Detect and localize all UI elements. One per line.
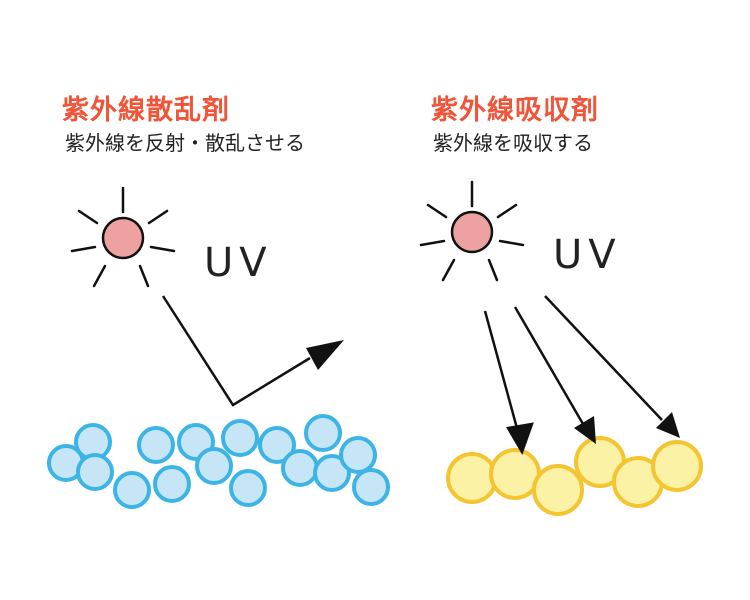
uv-ray-reflected [161, 295, 344, 407]
scatter-particles [47, 414, 390, 509]
absorbing-uv-label: UV [553, 232, 622, 278]
absorbing-subtitle: 紫外線を吸収する [433, 131, 593, 155]
sun-icon [419, 180, 525, 282]
scattering-subtitle: 紫外線を反射・散乱させる [65, 131, 305, 155]
scattering-uv-label: UV [204, 240, 273, 286]
absorb-particles [446, 436, 703, 516]
sun-icon [70, 186, 176, 288]
scattering-title: 紫外線散乱剤 [62, 95, 230, 126]
scattering-panel [47, 186, 390, 509]
absorbing-panel [419, 180, 703, 516]
uv-ray-absorbed [483, 295, 680, 455]
absorbing-title: 紫外線吸収剤 [431, 95, 599, 126]
